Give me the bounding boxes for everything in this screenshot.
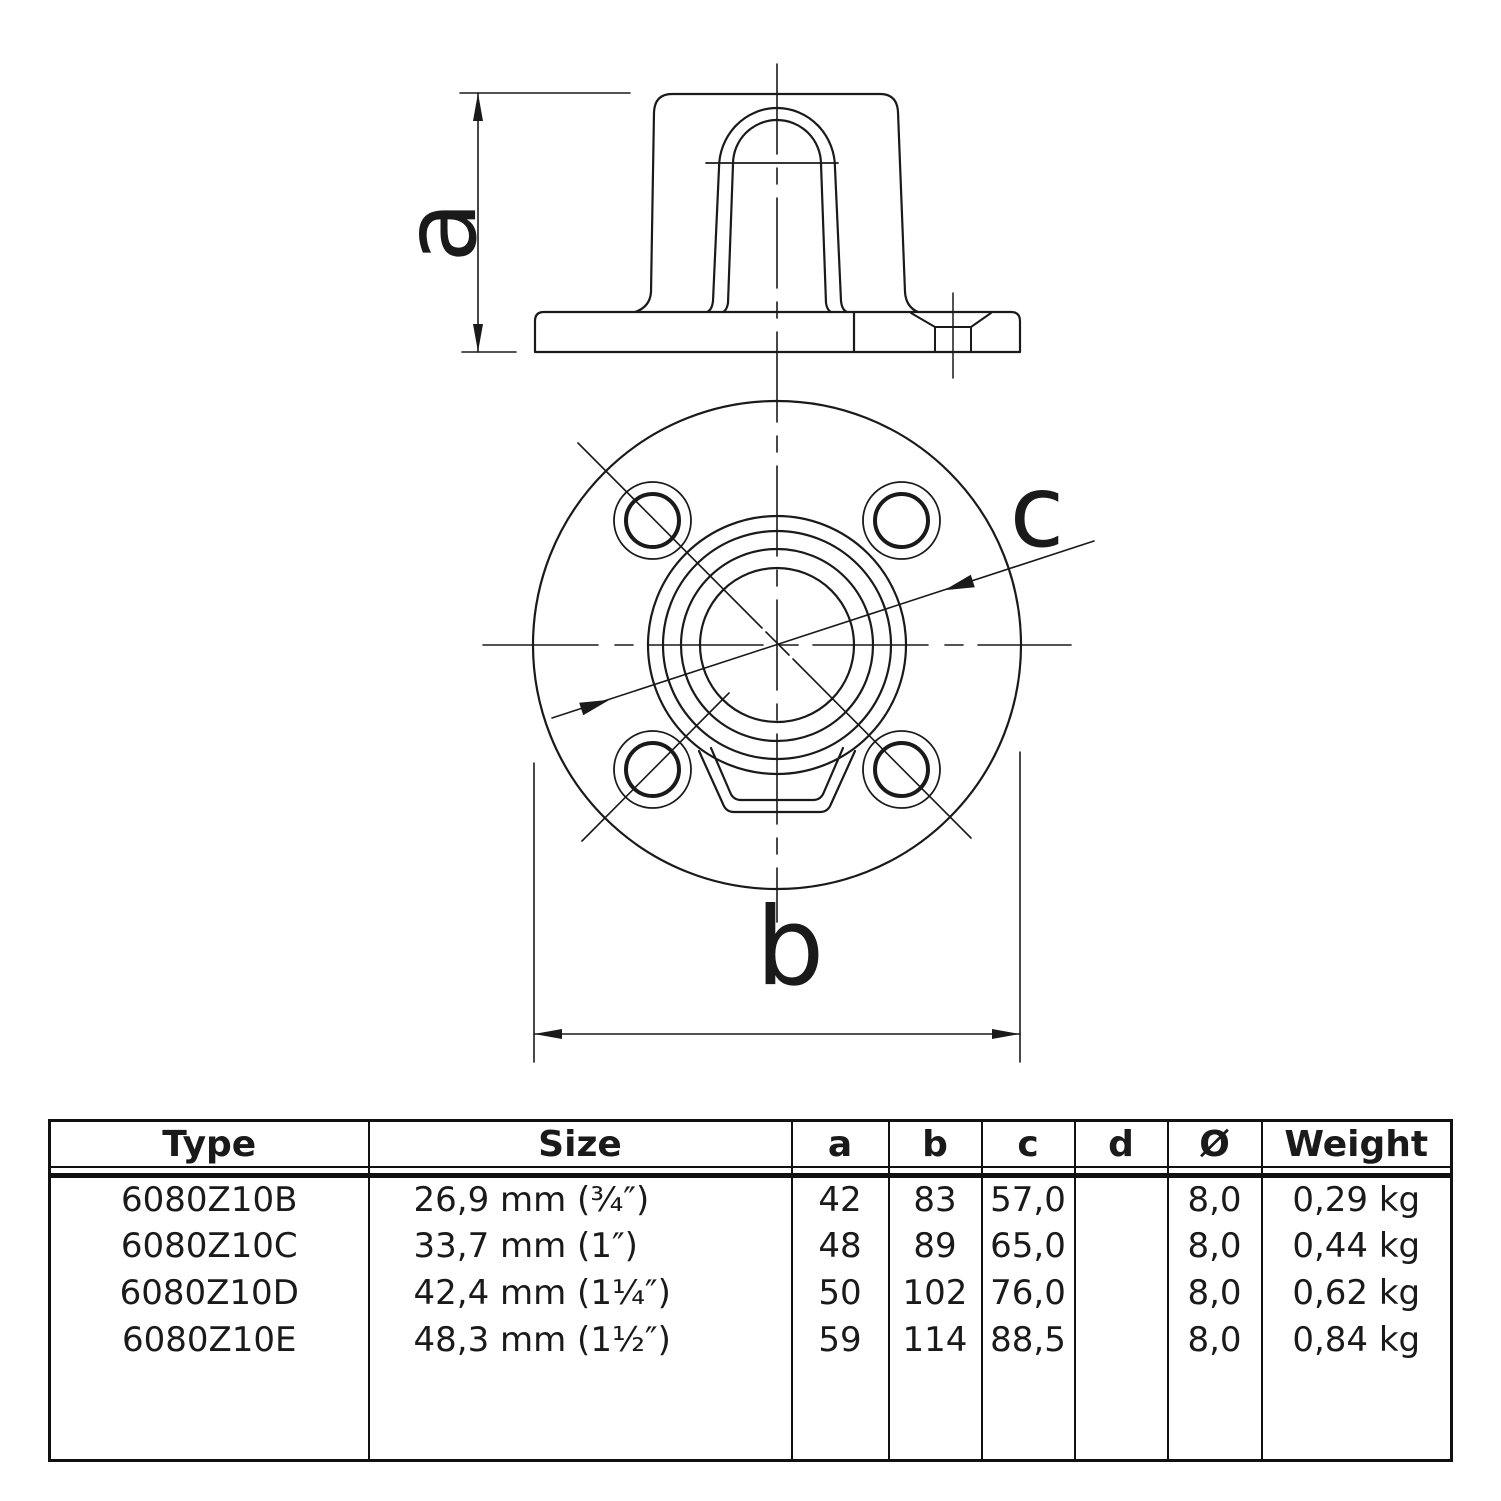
dimension-label-c: c: [1009, 453, 1065, 570]
a-cell: 59: [790, 1316, 890, 1364]
socket-outline: [633, 92, 920, 314]
size-cell: 48,3 mm (1½″): [367, 1316, 793, 1364]
b-cell: 102: [887, 1269, 983, 1317]
countersunk-hole: [910, 312, 992, 353]
table-row: 6080Z10D 42,4 mm (1¼″) 50 102 76,0 8,0 0…: [48, 1269, 1453, 1317]
type-cell: 6080Z10E: [48, 1316, 370, 1364]
type-cell: 6080Z10C: [48, 1222, 370, 1270]
dimension-label-b: b: [755, 885, 825, 1010]
b-cell: 114: [887, 1316, 983, 1364]
table-row: 6080Z10C 33,7 mm (1″) 48 89 65,0 8,0 0,4…: [48, 1222, 1453, 1270]
header-d: d: [1073, 1120, 1169, 1168]
header-type: Type: [48, 1120, 370, 1168]
header-b: b: [887, 1120, 983, 1168]
d-cell: [1073, 1316, 1169, 1364]
header-size: Size: [367, 1120, 793, 1168]
dimension-label-a: a: [382, 201, 499, 263]
type-cell: 6080Z10D: [48, 1269, 370, 1317]
header-diameter: Ø: [1166, 1120, 1263, 1168]
table-filler-row: [48, 1363, 1453, 1461]
arrowhead-b-left: [534, 1029, 562, 1039]
table-row: 6080Z10B 26,9 mm (¾″) 42 83 57,0 8,0 0,2…: [48, 1175, 1453, 1223]
bolt-hole-center-lines: [577, 442, 972, 842]
c-cell: 65,0: [980, 1222, 1076, 1270]
specification-table: Type Size a b c d Ø Weight 6080Z10B 26,9…: [48, 1119, 1453, 1462]
bolt-hole-top-left: [613, 481, 692, 560]
dimension-c: [551, 540, 1095, 719]
d-cell: [1073, 1175, 1169, 1223]
header-divider: [48, 1167, 1453, 1178]
size-cell: 42,4 mm (1¼″): [367, 1269, 793, 1317]
c-cell: 76,0: [980, 1269, 1076, 1317]
arrowhead-c-upper: [944, 574, 975, 591]
table-header-row: Type Size a b c d Ø Weight: [48, 1120, 1453, 1168]
arrowhead-c-lower: [579, 699, 610, 716]
b-cell: 83: [887, 1175, 983, 1223]
dimension-b: [533, 751, 1021, 1063]
d-cell: [1073, 1222, 1169, 1270]
diameter-cell: 8,0: [1166, 1316, 1263, 1364]
arrowhead-a-bottom: [473, 324, 483, 352]
header-weight: Weight: [1260, 1120, 1453, 1168]
c-cell: 57,0: [980, 1175, 1076, 1223]
table-row: 6080Z10E 48,3 mm (1½″) 59 114 88,5 8,0 0…: [48, 1316, 1453, 1364]
weight-cell: 0,62 kg: [1260, 1269, 1453, 1317]
a-cell: 42: [790, 1175, 890, 1223]
diameter-cell: 8,0: [1166, 1269, 1263, 1317]
bolt-hole-bottom-left: [613, 730, 692, 809]
b-cell: 89: [887, 1222, 983, 1270]
dimension-a: [459, 92, 631, 353]
size-cell: 26,9 mm (¾″): [367, 1175, 793, 1223]
header-c: c: [980, 1120, 1076, 1168]
type-cell: 6080Z10B: [48, 1175, 370, 1223]
header-a: a: [790, 1120, 890, 1168]
diameter-cell: 8,0: [1166, 1222, 1263, 1270]
arrowhead-a-top: [473, 93, 483, 121]
weight-cell: 0,29 kg: [1260, 1175, 1453, 1223]
technical-drawing: [459, 63, 1095, 1063]
c-cell: 88,5: [980, 1316, 1076, 1364]
weight-cell: 0,44 kg: [1260, 1222, 1453, 1270]
a-cell: 48: [790, 1222, 890, 1270]
weight-cell: 0,84 kg: [1260, 1316, 1453, 1364]
a-cell: 50: [790, 1269, 890, 1317]
diameter-cell: 8,0: [1166, 1175, 1263, 1223]
bolt-hole-bottom-right: [862, 730, 941, 809]
bolt-hole-top-right: [862, 481, 941, 560]
base-plate-outline: [533, 310, 1022, 354]
d-cell: [1073, 1269, 1169, 1317]
center-lines: [482, 63, 1072, 923]
size-cell: 33,7 mm (1″): [367, 1222, 793, 1270]
arrowhead-b-right: [992, 1029, 1020, 1039]
